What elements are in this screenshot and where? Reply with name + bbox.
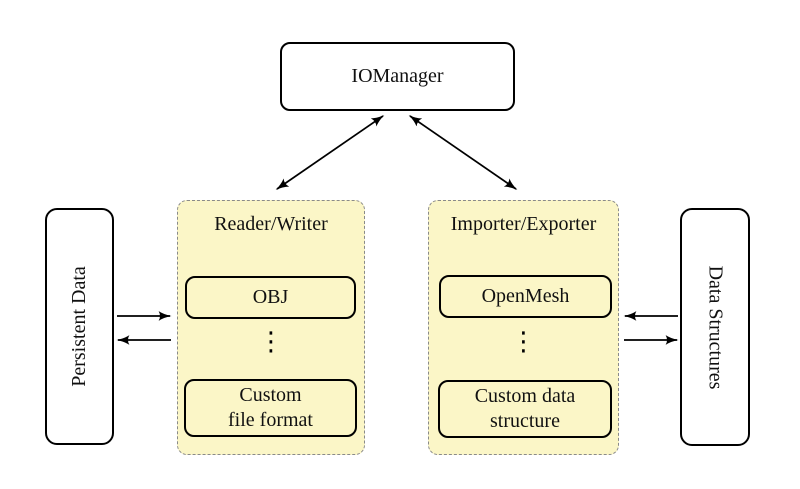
node-custom-data-structure-line1: Custom data xyxy=(474,385,576,407)
group-importer-exporter: Importer/Exporter OpenMesh ⋮ Custom data… xyxy=(428,200,619,455)
node-custom-data-structure-line2: structure xyxy=(490,410,560,432)
node-openmesh-label: OpenMesh xyxy=(481,285,570,307)
arrow-iomanager-importer-exporter xyxy=(408,115,518,190)
node-iomanager: IOManager xyxy=(280,42,515,111)
node-persistent-data: Persistent Data xyxy=(45,208,114,445)
node-data-structures-label: Data Structures xyxy=(704,265,727,389)
node-openmesh: OpenMesh xyxy=(439,275,612,318)
node-custom-file-format: Custom file format xyxy=(184,379,357,437)
vertical-ellipsis-icon: ⋮ xyxy=(258,327,284,357)
node-custom-file-format-line2: file format xyxy=(228,409,313,431)
node-obj: OBJ xyxy=(185,276,356,319)
arrow-iomanager-reader-writer xyxy=(275,115,385,190)
node-persistent-data-label: Persistent Data xyxy=(68,266,90,387)
node-iomanager-label: IOManager xyxy=(351,65,444,87)
group-reader-writer-title: Reader/Writer xyxy=(214,213,328,235)
node-custom-file-format-line1: Custom xyxy=(239,384,302,406)
group-importer-exporter-title: Importer/Exporter xyxy=(450,213,597,235)
node-custom-data-structure: Custom data structure xyxy=(438,380,612,438)
node-data-structures: Data Structures xyxy=(680,208,750,446)
vertical-ellipsis-icon: ⋮ xyxy=(510,327,537,357)
node-obj-label: OBJ xyxy=(252,286,289,308)
group-reader-writer: Reader/Writer OBJ ⋮ Custom file format xyxy=(177,200,365,455)
